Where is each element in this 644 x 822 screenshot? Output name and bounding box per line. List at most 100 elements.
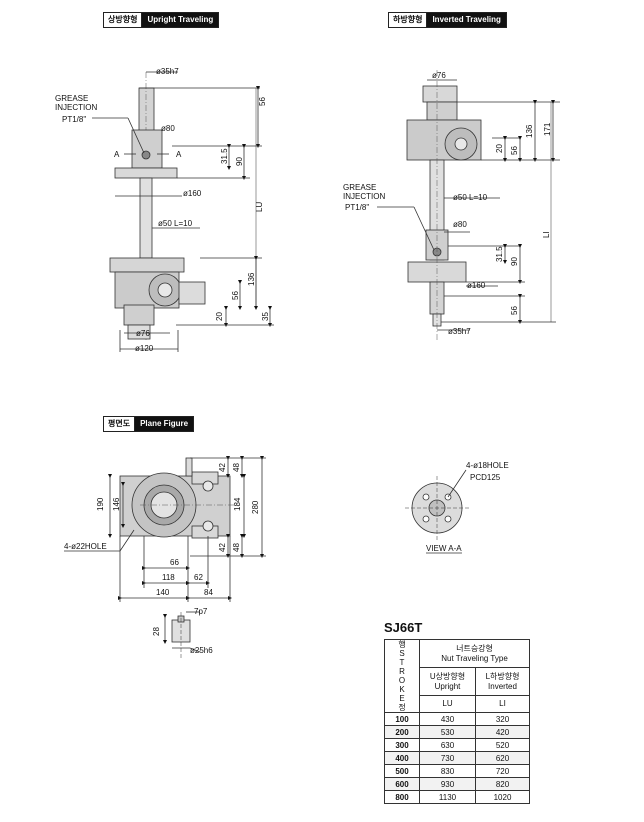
plane-dimension-texts: 190 146 42 48 184 280 48 42 4-ø22HOLE 66… [64,463,260,597]
lu-value: 630 [418,738,477,752]
stroke-column-header: 행 S T R O K E 정 [384,639,420,713]
inverted-grease-l1: GREASE [343,183,376,192]
plane-hole-22: 4-ø22HOLE [64,542,107,551]
lu-value: 1130 [418,790,477,804]
table-row: 800 1130 1020 [384,790,530,804]
table-row: 100 430 320 [384,712,530,726]
inverted-grease-l3: PT1/8" [345,203,369,212]
upright-dim-90: 90 [235,157,244,166]
upright-dimension-texts: ø35h7 56 GREASE INJECTION PT1/8" ø80 A A… [55,67,270,353]
upright-nut-housing [131,129,163,169]
plane-dim-42a: 42 [218,463,227,472]
plane-dim-48a: 48 [232,463,241,472]
upright-shaft-dia: ø35h7 [156,67,179,76]
inverted-shaft-dia: ø35h7 [448,327,471,336]
plane-dim-66: 66 [170,558,179,567]
plane-dim-184: 184 [233,497,242,511]
inverted-dimension-texts: ø76 136 171 20 56 GREASE INJECTION PT1/8… [343,71,552,336]
col-upright-header: U상방향형 Upright [418,666,477,696]
group-header-en: Nut Traveling Type [441,654,508,664]
table-row: 600 930 820 [384,777,530,791]
stroke-h5: K [399,685,405,694]
key-detail-texts: 7p7 28 ø25h6 [152,607,213,655]
inverted-grease-l2: INJECTION [343,192,385,201]
plane-dim-146: 146 [112,497,121,511]
upright-nut-dim: ø50 L=10 [158,219,193,228]
col-lu: LU [418,694,477,714]
inverted-dim-136: 136 [525,124,534,138]
table-row: 400 730 620 [384,751,530,765]
upright-dim-160: ø160 [183,189,202,198]
inverted-dim-li: LI [542,231,551,238]
inverted-dim-20: 20 [495,144,504,153]
plane-dim-190: 190 [96,497,105,511]
upright-section-label: 상방향형 Upright Traveling [103,12,220,28]
lu-value: 530 [418,725,477,739]
group-header: 너트승강형 Nut Traveling Type [419,639,530,668]
stroke-value: 800 [384,790,420,804]
inverted-dim-80: ø80 [453,220,467,229]
stroke-value: 300 [384,738,420,752]
stroke-h1: S [399,649,405,658]
upright-screw [139,177,153,259]
inverted-dim-31-5: 31.5 [495,246,504,262]
inverted-nut-dim: ø50 L=10 [453,193,488,202]
plane-dim-42b: 42 [218,543,227,552]
upright-section-a-right: A [176,150,182,159]
upright-label-en: Upright Traveling [142,13,219,27]
inverted-dim-56b: 56 [510,306,519,315]
plane-dim-48b: 48 [232,543,241,552]
upright-dim-lu: LU [255,202,264,212]
view-aa-hole: 4-ø18HOLE [466,461,509,470]
upright-drawing [92,71,274,352]
inverted-label-ko: 하방향형 [389,13,428,27]
li-value: 620 [475,751,530,765]
col-upright-ko: U상방향형 [429,672,466,682]
stroke-h0: 행 [398,640,406,649]
plane-label-ko: 평면도 [104,417,136,431]
upright-label-ko: 상방향형 [104,13,143,27]
view-aa-caption: VIEW A-A [426,544,462,553]
upright-dim-76: ø76 [136,329,150,338]
key-detail-drawing [163,611,201,660]
stroke-table: 행 S T R O K E 정 너트승강형 Nut Traveling Type… [384,639,530,804]
upright-section-a-left: A [114,150,120,159]
view-aa-drawing [405,469,469,554]
key-dim-7p7: 7p7 [194,607,208,616]
table-title: SJ66T [384,620,423,635]
inverted-section-label: 하방향형 Inverted Traveling [388,12,507,28]
col-inverted-header: L하방향형 Inverted [475,666,530,696]
col-inverted-ko: L하방향형 [485,672,520,682]
stroke-value: 600 [384,777,420,791]
upright-dim-120: ø120 [135,344,154,353]
li-value: 520 [475,738,530,752]
lu-value: 930 [418,777,477,791]
upright-dim-35: 35 [261,312,270,321]
upright-dim-136: 136 [247,272,256,286]
upright-grease-l3: PT1/8" [62,115,86,124]
table-row: 500 830 720 [384,764,530,778]
stroke-value: 100 [384,712,420,726]
plane-dim-280: 280 [251,500,260,514]
stroke-h2: T [399,658,405,667]
plane-drawing [64,456,266,602]
upright-dim-20: 20 [215,312,224,321]
inverted-dim-160: ø160 [467,281,486,290]
li-value: 320 [475,712,530,726]
lu-value: 830 [418,764,477,778]
plane-dim-62: 62 [194,573,203,582]
table-row: 300 630 520 [384,738,530,752]
upright-top-length: 56 [258,97,267,106]
view-aa-texts: 4-ø18HOLE PCD125 VIEW A-A [426,461,509,553]
upright-flange-dia: ø80 [161,124,175,133]
plane-dim-140: 140 [156,588,170,597]
upright-nut-flange [114,167,178,179]
li-value: 820 [475,777,530,791]
group-header-ko: 너트승강형 [456,644,493,654]
inverted-dim-90: 90 [510,257,519,266]
table-row: 200 530 420 [384,725,530,739]
stroke-h7: 정 [398,703,406,712]
li-value: 1020 [475,790,530,804]
